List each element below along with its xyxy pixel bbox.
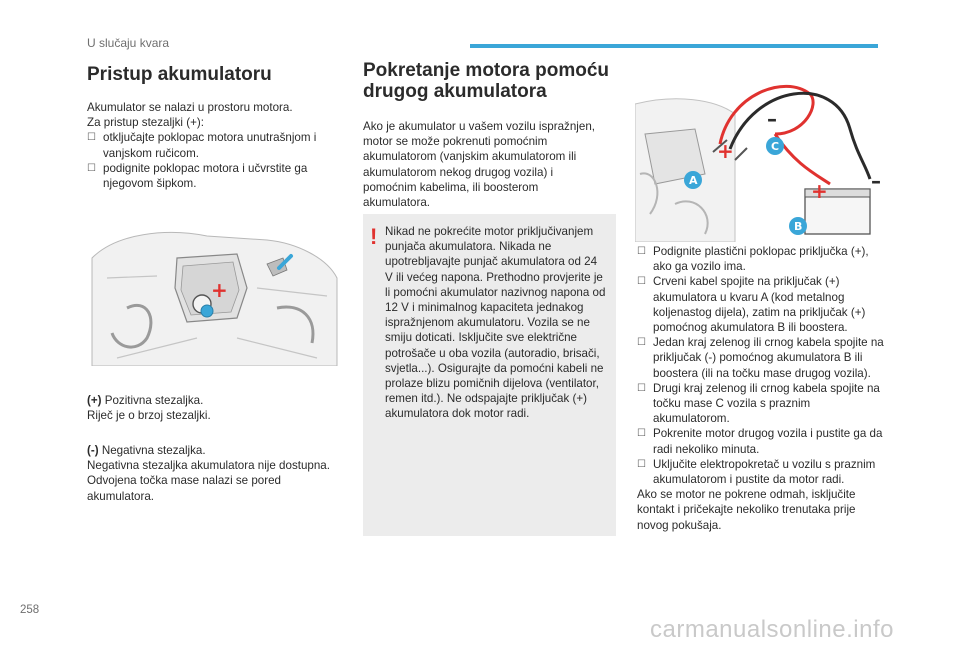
- warning-icon: !: [370, 224, 378, 249]
- negative-desc: Negativna stezaljka akumulatora nije dos…: [87, 459, 330, 503]
- jump-start-steps: Podignite plastični poklopac priključka …: [637, 244, 885, 533]
- label-b: B: [794, 220, 802, 233]
- plus-marker-b: +: [811, 179, 828, 203]
- list-item: podignite poklopac motora i učvrstite ga…: [87, 161, 342, 191]
- steps-list: Podignite plastični poklopac priključka …: [637, 244, 885, 487]
- running-header: U slučaju kvara: [87, 36, 170, 50]
- list-item: Jedan kraj zelenog ili crnog kabela spoj…: [637, 335, 885, 381]
- access-steps: otključajte poklopac motora unutrašnjom …: [87, 130, 342, 191]
- list-item: Uključite elektropokretač u vozilu s pra…: [637, 457, 885, 487]
- section-title-jump-start: Pokretanje motora pomoću drugog akumulat…: [363, 60, 609, 102]
- label-a-marker: [684, 171, 702, 189]
- positive-terminal-caption: (+) Pozitivna stezaljka. Riječ je o brzo…: [87, 393, 342, 423]
- warning-text: Nikad ne pokrećite motor priključivanjem…: [385, 225, 606, 421]
- watermark: carmanualsonline.info: [650, 616, 894, 643]
- jump-start-intro: Ako je akumulator u vašem vozilu ispražn…: [363, 120, 595, 210]
- minus-marker-c: –: [767, 107, 777, 131]
- plus-marker: +: [211, 278, 228, 302]
- positive-sign: (+): [87, 394, 102, 407]
- list-item: Crveni kabel spojite na priključak (+) a…: [637, 274, 885, 335]
- intro-location: Akumulator se nalazi u prostoru motora.: [87, 101, 293, 114]
- warning-box: ! Nikad ne pokrećite motor priključivanj…: [363, 214, 616, 536]
- plus-marker-a: +: [717, 139, 734, 163]
- closing-note: Ako se motor ne pokrene odmah, isključit…: [637, 488, 856, 532]
- label-c-marker: [766, 137, 784, 155]
- negative-label: Negativna stezaljka.: [98, 444, 206, 457]
- label-a: A: [689, 174, 698, 187]
- page-number: 258: [20, 604, 40, 616]
- positive-label: Pozitivna stezaljka.: [101, 394, 204, 407]
- engine-bay-figure: +: [87, 218, 339, 366]
- list-item: Drugi kraj zelenog ili crnog kabela spoj…: [637, 381, 885, 427]
- battery-access-text: Akumulator se nalazi u prostoru motora. …: [87, 100, 342, 191]
- jump-start-figure: A C B + + – –: [635, 74, 885, 242]
- list-item: otključajte poklopac motora unutrašnjom …: [87, 130, 342, 160]
- negative-sign: (-): [87, 444, 99, 457]
- section-title-battery-access: Pristup akumulatoru: [87, 64, 272, 85]
- list-item: Pokrenite motor drugog vozila i pustite …: [637, 426, 885, 456]
- header-accent-bar: [470, 44, 878, 48]
- minus-marker-b: –: [871, 169, 881, 193]
- label-c: C: [771, 140, 779, 153]
- positive-desc: Riječ je o brzoj stezaljki.: [87, 409, 211, 423]
- negative-terminal-caption: (-) Negativna stezaljka. Negativna steza…: [87, 443, 347, 504]
- label-b-marker: [789, 217, 807, 235]
- intro-terminal: Za pristup stezaljki (+):: [87, 116, 204, 130]
- list-item: Podignite plastični poklopac priključka …: [637, 244, 885, 274]
